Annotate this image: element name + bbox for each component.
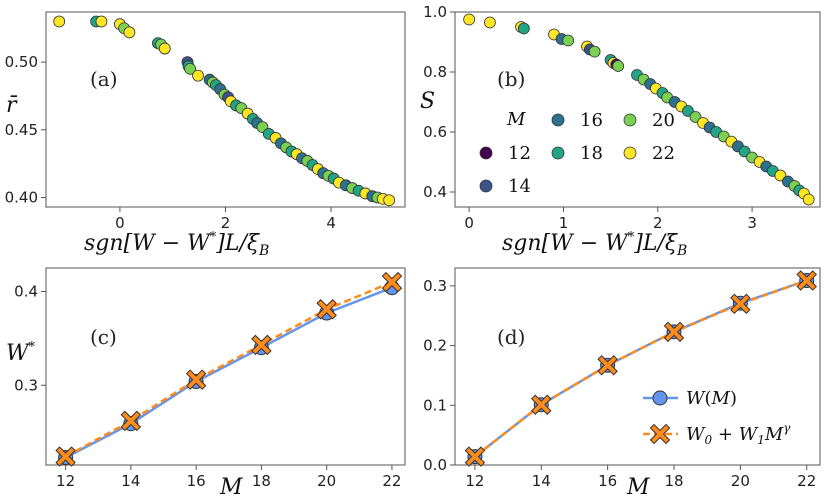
panel-a-xlabel: sgn[W − W*]L/ξB xyxy=(84,230,269,259)
scatter-point xyxy=(588,45,601,58)
scatter-point xyxy=(192,69,204,82)
panel-b-ylabel: S xyxy=(420,89,435,114)
data-point-fit xyxy=(731,294,750,313)
panel-d-series-line-1 xyxy=(474,279,808,458)
legend-label-m18: 18 xyxy=(580,143,603,164)
scatter-point xyxy=(158,42,171,55)
panel-b-ytick-label: 0.4 xyxy=(423,183,447,201)
panel-d-xtick-label: 22 xyxy=(797,472,816,490)
legend-label-fit: W0 + W1Mγ xyxy=(686,421,791,447)
data-point-fit xyxy=(317,300,336,319)
panel-c-label: (c) xyxy=(90,325,117,349)
panel-c-ylabel: W* xyxy=(6,340,36,366)
panel-b-ytick-label: 0.8 xyxy=(423,63,447,81)
legend-label-m14: 14 xyxy=(508,176,531,197)
legend-marker-m12 xyxy=(479,146,493,160)
panel-c-xtick-label: 18 xyxy=(252,472,271,490)
legend-marker-m14 xyxy=(479,179,493,193)
panel-b-xtick-label: 0 xyxy=(464,214,474,232)
data-point-fit xyxy=(598,356,617,375)
scatter-point xyxy=(802,193,815,206)
panel-a-ytick-label: 0.50 xyxy=(5,53,38,71)
panel-d-xtick-label: 16 xyxy=(598,472,617,490)
legend-marker-wm xyxy=(652,390,668,406)
panel-a-ytick-label: 0.40 xyxy=(5,189,38,207)
scatter-point xyxy=(53,15,66,28)
scatter-point xyxy=(562,34,575,47)
panel-c-xtick-label: 20 xyxy=(317,472,336,490)
panel-c-xtick-label: 14 xyxy=(121,472,140,490)
panel-a-frame xyxy=(45,11,406,208)
panel-d-xlabel: M xyxy=(626,475,650,500)
panel-b-xlabel: sgn[W − W*]L/ξB xyxy=(502,230,687,259)
panel-d-ytick-label: 0.3 xyxy=(423,277,447,295)
scatter-point xyxy=(123,26,136,39)
scatter-point xyxy=(612,60,625,72)
panel-d-frame xyxy=(454,267,821,466)
data-point-fit xyxy=(383,273,401,291)
panel-b-xtick-label: 3 xyxy=(747,214,757,232)
legend-label-m22: 22 xyxy=(652,143,675,164)
panel-a-plot: 0 2 4 0.40 0.45 0.50 xyxy=(5,15,396,232)
panel-b-ytick-label: 0.6 xyxy=(423,123,447,141)
panel-b-xtick-label: 1 xyxy=(559,214,569,232)
panel-d-xtick-label: 18 xyxy=(664,472,683,490)
panel-b-ytick-label: 1.0 xyxy=(423,3,447,21)
data-point-fit xyxy=(56,447,75,466)
panel-c-ytick-label: 0.3 xyxy=(14,376,38,394)
panel-a-ylabel: r̄ xyxy=(6,93,18,118)
panel-d-ytick-label: 0.1 xyxy=(423,396,447,414)
legend-marker-m16 xyxy=(551,113,565,127)
legend-label-m16: 16 xyxy=(580,110,603,131)
data-point-fit xyxy=(187,370,205,389)
scatter-point xyxy=(184,62,197,75)
legend-label-m12: 12 xyxy=(508,143,531,164)
panel-d-ytick-label: 0.2 xyxy=(423,337,447,355)
panel-d-ytick-label: 0.0 xyxy=(423,456,447,474)
panel-d-plot: 12 14 16 18 20 22 0.0 0.1 0.2 0.3 xyxy=(423,270,817,490)
panel-d-xtick-label: 12 xyxy=(465,472,484,490)
panel-c-frame xyxy=(45,267,406,466)
data-point-fit xyxy=(122,412,140,430)
panel-d-xtick-label: 14 xyxy=(532,472,551,490)
panel-c-xtick-label: 16 xyxy=(187,472,206,490)
panel-b-label: (b) xyxy=(497,67,525,91)
data-point-fit xyxy=(797,271,816,290)
data-point-fit xyxy=(252,336,271,354)
panel-c-series-line-0 xyxy=(65,286,393,459)
legend-marker-m22 xyxy=(623,146,637,160)
panel-d-legend: W(M) W0 + W1Mγ xyxy=(643,388,791,447)
legend-title: M xyxy=(506,109,526,130)
scatter-point xyxy=(483,16,496,29)
scatter-point xyxy=(463,13,476,26)
scatter-point xyxy=(517,22,530,35)
panel-a-label: (a) xyxy=(90,67,118,91)
scatter-point xyxy=(95,15,108,28)
panel-c-series-line-1 xyxy=(65,280,393,458)
panel-b-frame xyxy=(454,11,821,208)
panel-c-xtick-label: 22 xyxy=(382,472,401,490)
panel-d-xtick-label: 20 xyxy=(731,472,750,490)
legend-label-m20: 20 xyxy=(652,110,675,131)
data-point-fit xyxy=(665,323,683,341)
panel-c-xlabel: M xyxy=(219,475,243,500)
panel-c-plot: 12 14 16 18 20 22 0.3 0.4 xyxy=(14,271,403,490)
panel-c-xtick-label: 12 xyxy=(56,472,75,490)
panel-a-ytick-label: 0.45 xyxy=(5,121,38,139)
legend-label-wm: W(M) xyxy=(686,388,737,409)
panel-b-legend: M 12 14 16 18 20 22 xyxy=(479,109,675,197)
panel-a-xtick-label: 4 xyxy=(326,214,336,232)
panel-a-xtick-label: 0 xyxy=(115,214,125,232)
panel-b-xtick-label: 2 xyxy=(653,214,663,232)
data-point-fit xyxy=(532,395,551,414)
panel-a-xtick-label: 2 xyxy=(221,214,231,232)
scatter-point xyxy=(383,194,396,207)
data-point-fit xyxy=(466,447,484,466)
legend-marker-m20 xyxy=(623,113,637,127)
panel-c-ytick-label: 0.4 xyxy=(14,282,38,300)
panel-d-label: (d) xyxy=(497,325,525,349)
legend-marker-m18 xyxy=(551,146,565,160)
